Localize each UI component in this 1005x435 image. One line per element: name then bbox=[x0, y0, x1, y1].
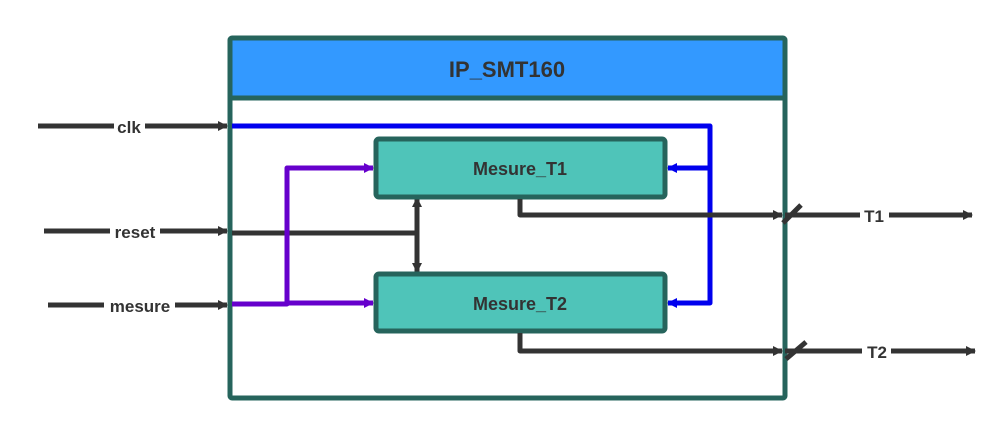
t2-internal-wire bbox=[517, 333, 783, 356]
block-mesure-t2[interactable]: Mesure_T2 bbox=[373, 271, 668, 334]
output-port-t1-label: T1 bbox=[864, 207, 884, 226]
input-port-reset[interactable]: reset bbox=[44, 223, 228, 242]
input-port-reset-label: reset bbox=[115, 223, 156, 242]
block-mesure-t1[interactable]: Mesure_T1 bbox=[373, 136, 668, 200]
input-port-clk[interactable]: clk bbox=[38, 118, 228, 137]
ip-block-header bbox=[232, 40, 783, 98]
block-mesure-t2-label: Mesure_T2 bbox=[473, 294, 567, 314]
output-port-t2[interactable]: T2 bbox=[784, 340, 976, 362]
input-port-clk-label: clk bbox=[117, 118, 141, 137]
bus-slash-t1 bbox=[781, 203, 803, 225]
input-port-mesure[interactable]: mesure bbox=[48, 297, 228, 316]
ip-block: IP_SMT160 bbox=[227, 35, 788, 401]
reset-internal-wire bbox=[232, 197, 422, 273]
output-port-t1[interactable]: T1 bbox=[781, 203, 973, 226]
output-port-t2-label: T2 bbox=[867, 343, 887, 362]
bus-slash-t2 bbox=[784, 340, 808, 361]
t1-internal-wire bbox=[517, 199, 783, 220]
mesure-internal-wire bbox=[232, 163, 374, 308]
block-mesure-t1-label: Mesure_T1 bbox=[473, 159, 567, 179]
input-port-mesure-label: mesure bbox=[110, 297, 170, 316]
ip-block-title: IP_SMT160 bbox=[449, 57, 565, 82]
